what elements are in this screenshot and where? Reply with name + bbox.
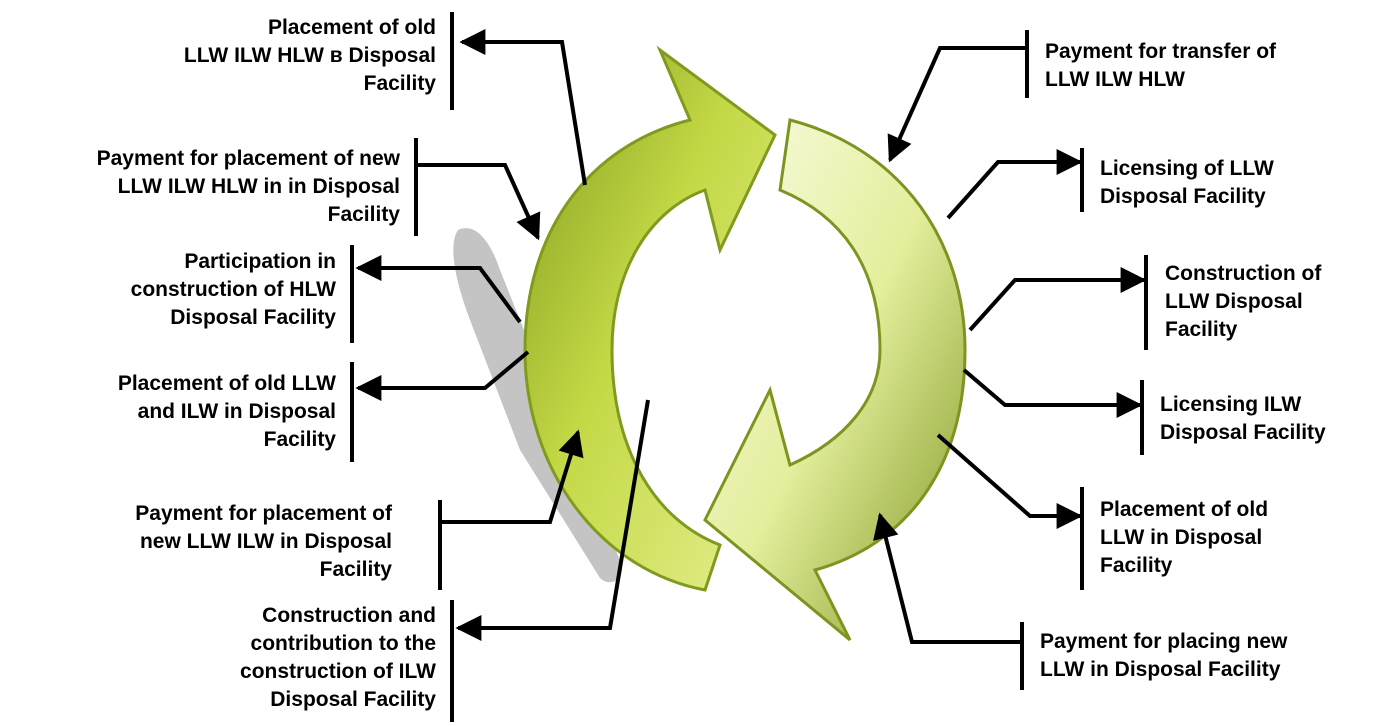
right-connector-2 xyxy=(946,149,1083,220)
right-label-5: Placement of old LLW in Disposal Facilit… xyxy=(1100,498,1269,577)
cycle-arrow-right xyxy=(703,118,967,642)
left-label-6: Construction and contribution to the con… xyxy=(240,604,436,711)
right-connector-1 xyxy=(887,46,1027,163)
left-connectors xyxy=(350,12,650,722)
right-connector-6 xyxy=(873,512,1022,644)
right-label-1: Payment for transfer of LLW ILW HLW xyxy=(1045,40,1277,91)
cycle-arrow-left xyxy=(523,45,777,592)
right-connector-3 xyxy=(968,267,1147,332)
left-label-4: Placement of old LLW and ILW in Disposal… xyxy=(117,372,336,451)
left-connector-4 xyxy=(355,350,530,401)
right-connector-5 xyxy=(936,433,1083,529)
left-connector-6 xyxy=(455,399,650,641)
right-label-2: Licensing of LLW Disposal Facility xyxy=(1100,157,1274,208)
right-label-3: Construction of LLW Disposal Facility xyxy=(1165,262,1322,341)
left-connector-2 xyxy=(416,163,541,241)
right-label-6: Payment for placing new LLW in Disposal … xyxy=(1040,630,1288,681)
left-connector-3 xyxy=(355,255,522,324)
left-label-1: Placement of old LLW ILW HLW в Disposal … xyxy=(183,16,436,95)
left-label-5: Payment for placement of new LLW ILW in … xyxy=(135,502,392,581)
left-label-2: Payment for placement of new LLW ILW HLW… xyxy=(96,147,400,226)
right-connectors xyxy=(873,30,1148,690)
left-connector-5 xyxy=(440,429,584,524)
left-label-3: Participation in construction of HLW Dis… xyxy=(130,250,336,329)
left-connector-1 xyxy=(459,29,587,186)
right-label-4: Licensing ILW Disposal Facility xyxy=(1160,393,1326,444)
right-connector-4 xyxy=(962,368,1143,418)
